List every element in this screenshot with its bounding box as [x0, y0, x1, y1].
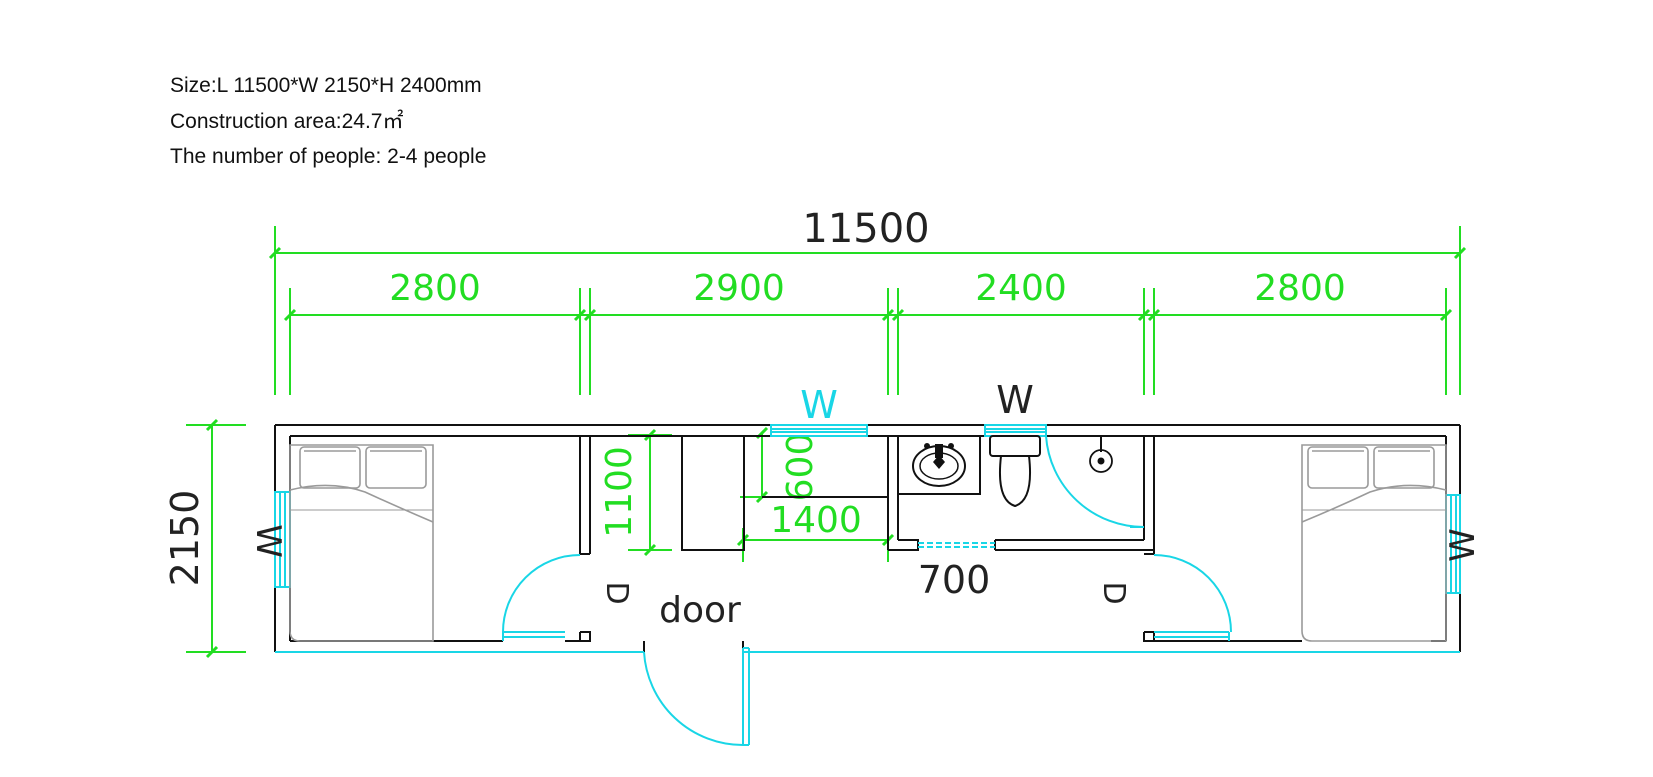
spec-area: Construction area:24.7㎡: [170, 109, 404, 133]
dim-counter-length: 1400: [770, 500, 862, 541]
dim-segment-1: 2800: [389, 268, 481, 309]
label-door-left: D: [599, 581, 634, 604]
spec-people: The number of people: 2-4 people: [170, 145, 487, 168]
label-window-top-bath: W: [996, 378, 1034, 422]
dim-segment-3: 2400: [975, 268, 1067, 309]
dimension-ticks: [205, 246, 1467, 659]
sink-icon: [912, 443, 966, 487]
dim-segment-2: 2900: [693, 268, 785, 309]
toilet-icon: [989, 435, 1041, 508]
dimension-lines: [186, 226, 1461, 653]
dimension-labels: 11500 2800 2900 2400 2800 2150 1100 600 …: [163, 206, 1346, 602]
label-window-top-cyan: W: [800, 383, 838, 427]
dim-bath-door: 700: [918, 558, 991, 602]
dim-counter-depth: 600: [780, 433, 821, 502]
spec-size: Size:L 11500*W 2150*H 2400mm: [170, 74, 482, 97]
windows-doors: [274, 424, 1461, 747]
dim-width: 2150: [163, 490, 207, 587]
plan-labels: W W W W D D door: [248, 378, 1483, 631]
shower-icon: [1089, 449, 1113, 473]
dim-segment-4: 2800: [1254, 268, 1346, 309]
label-window-right: W: [1443, 528, 1483, 562]
bed-right: [1301, 444, 1447, 642]
spec-block: Size:L 11500*W 2150*H 2400mm Constructio…: [170, 68, 486, 175]
walls: [274, 424, 1461, 652]
bed-left: [289, 444, 434, 642]
label-window-left: W: [248, 524, 288, 558]
dim-wardrobe-depth: 1100: [599, 446, 640, 538]
label-door-right: D: [1096, 581, 1131, 604]
label-entry-door: door: [659, 590, 741, 631]
dim-total-length: 11500: [802, 206, 929, 252]
